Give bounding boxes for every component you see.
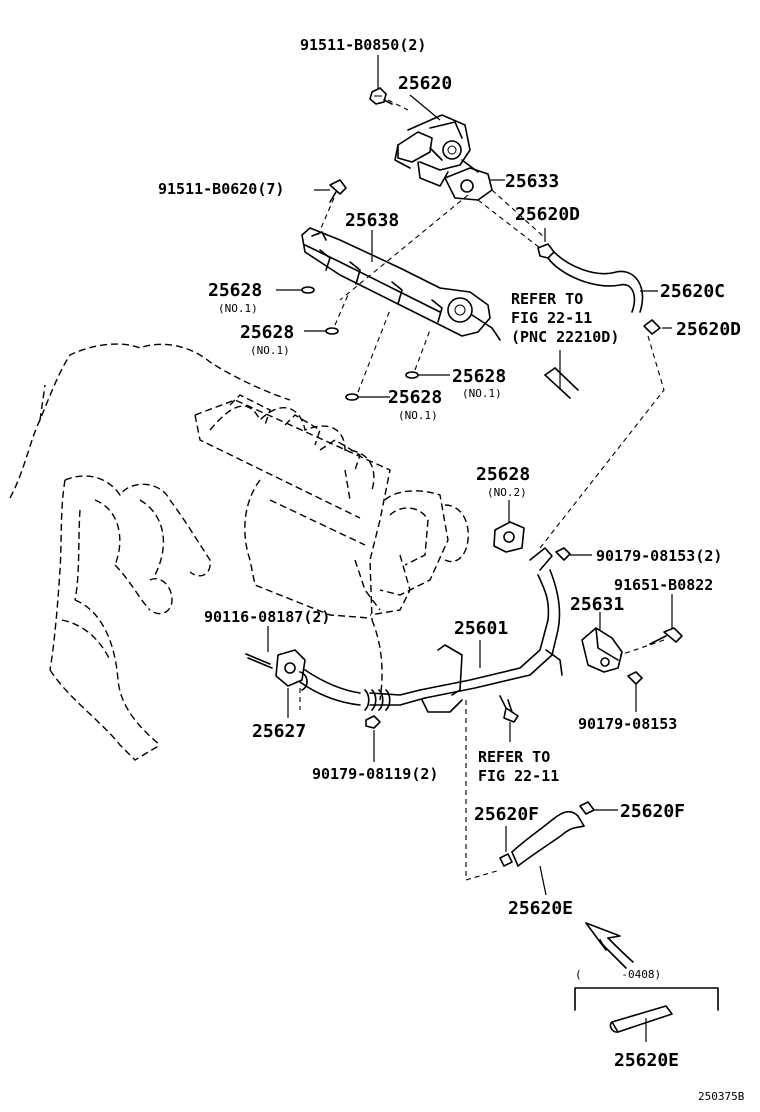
label-bolt-91511-B0850: 91511-B0850(2) bbox=[300, 36, 426, 54]
label-o-ring-b: 25628 bbox=[240, 322, 294, 343]
label-o-ring-c-sub: (NO.1) bbox=[398, 409, 438, 422]
gasket-25628-no2 bbox=[493, 521, 525, 553]
hose-25620E-alt bbox=[609, 1005, 673, 1033]
date-range-bracket bbox=[574, 987, 719, 1011]
label-o-ring-a: 25628 bbox=[208, 280, 262, 301]
label-egr-pipe-25601: 25601 bbox=[454, 618, 508, 639]
label-refer-upper-1: REFER TO bbox=[511, 290, 583, 308]
engine-phantom bbox=[9, 343, 469, 701]
hose-stub-upper bbox=[544, 367, 579, 399]
clamp-25620F-left bbox=[499, 853, 513, 867]
label-hose-25620C: 25620C bbox=[660, 281, 725, 302]
label-date-range: ( -0408) bbox=[575, 968, 661, 981]
label-refer-lower-2: FIG 22-11 bbox=[478, 767, 559, 785]
view-arrow bbox=[585, 922, 634, 969]
clamp-25620D-upper bbox=[537, 243, 555, 259]
gasket-25627 bbox=[275, 649, 306, 687]
label-gasket-25633: 25633 bbox=[505, 171, 559, 192]
clamp-25620D-lower bbox=[643, 319, 661, 335]
clamp-25620F-right bbox=[579, 801, 595, 815]
egr-manifold-25638 bbox=[301, 227, 501, 341]
diagram-id: 250375B bbox=[698, 1090, 745, 1103]
label-gasket-25628-no2: 25628 bbox=[476, 464, 530, 485]
label-clamp-25620F-right: 25620F bbox=[620, 801, 685, 822]
nut-90179-08119 bbox=[365, 715, 381, 729]
egr-pipe-25601 bbox=[299, 547, 563, 713]
label-o-ring-d-sub: (NO.1) bbox=[462, 387, 502, 400]
o-rings-25628 bbox=[301, 286, 419, 401]
label-egr-valve-25620: 25620 bbox=[398, 73, 452, 94]
label-clamp-25620D-upper: 25620D bbox=[515, 204, 580, 225]
label-bracket-25631: 25631 bbox=[570, 594, 624, 615]
bolt-91511-B0620 bbox=[329, 179, 347, 203]
egr-valve-25620 bbox=[394, 114, 479, 187]
label-clamp-25620F-left: 25620F bbox=[474, 804, 539, 825]
bolt-lower-refer bbox=[499, 695, 519, 723]
label-bolt-91511-B0620: 91511-B0620(7) bbox=[158, 180, 284, 198]
label-egr-manifold-25638: 25638 bbox=[345, 210, 399, 231]
label-bolt-91651-B0822: 91651-B0822 bbox=[614, 576, 713, 594]
label-hose-25620E-alt: 25620E bbox=[614, 1050, 679, 1071]
label-hose-25620E: 25620E bbox=[508, 898, 573, 919]
label-refer-upper-3: (PNC 22210D) bbox=[511, 328, 619, 346]
nut-90179-08153-pair bbox=[555, 547, 571, 561]
exhaust-manifold-phantom bbox=[49, 475, 211, 761]
label-o-ring-c: 25628 bbox=[388, 387, 442, 408]
label-nut-90179-08153-pair: 90179-08153(2) bbox=[596, 547, 722, 565]
hose-25620C bbox=[547, 251, 644, 313]
nut-90179-08153 bbox=[627, 671, 643, 685]
label-gasket-25628-no2-sub: (NO.2) bbox=[487, 486, 527, 499]
label-clamp-25620D-lower: 25620D bbox=[676, 319, 741, 340]
label-o-ring-a-sub: (NO.1) bbox=[218, 302, 258, 315]
part-labels: 91511-B0850(2) 25620 25633 91511-B0620(7… bbox=[158, 36, 745, 1103]
label-gasket-25627: 25627 bbox=[252, 721, 306, 742]
label-o-ring-d: 25628 bbox=[452, 366, 506, 387]
label-nut-90179-08119: 90179-08119(2) bbox=[312, 765, 438, 783]
leader-lines bbox=[267, 55, 673, 1042]
label-nut-90179-08153: 90179-08153 bbox=[578, 715, 677, 733]
stud-90116-08187 bbox=[245, 653, 273, 669]
bolt-91511-B0850 bbox=[369, 87, 393, 105]
label-refer-lower-1: REFER TO bbox=[478, 748, 550, 766]
gasket-25633 bbox=[444, 167, 493, 201]
label-stud-90116-08187: 90116-08187(2) bbox=[204, 608, 330, 626]
hose-25620E bbox=[511, 810, 585, 867]
bolt-91651-B0822 bbox=[649, 627, 683, 645]
label-refer-upper-2: FIG 22-11 bbox=[511, 309, 592, 327]
bracket-25631 bbox=[581, 627, 623, 673]
label-o-ring-b-sub: (NO.1) bbox=[250, 344, 290, 357]
